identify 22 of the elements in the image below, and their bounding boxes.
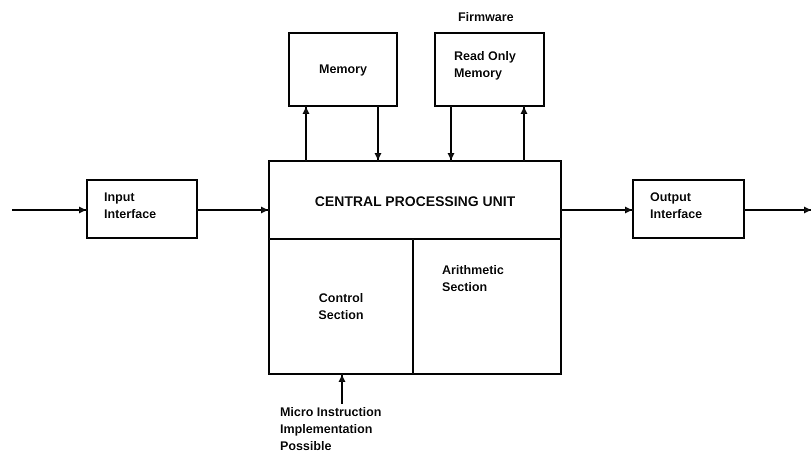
box-label: Control Section xyxy=(317,290,365,324)
box-label: Arithmetic Section xyxy=(442,262,505,296)
interface-box xyxy=(632,179,745,239)
note-text: Micro Instruction Implementation Possible xyxy=(280,404,382,455)
arrow xyxy=(338,375,346,404)
interface-box xyxy=(86,179,198,239)
box-label: Memory xyxy=(318,61,368,78)
box-label: Input Interface xyxy=(104,189,158,223)
arrow xyxy=(448,107,454,160)
arrow xyxy=(374,107,382,160)
arrow xyxy=(520,107,528,160)
arrow xyxy=(562,206,632,214)
caption-text: Firmware xyxy=(458,10,514,24)
arrow xyxy=(12,206,86,214)
memory-box xyxy=(288,32,398,107)
arrow xyxy=(302,107,310,160)
arrow xyxy=(198,206,268,214)
processor-box xyxy=(268,160,562,375)
box-label: CENTRAL PROCESSING UNIT xyxy=(314,192,516,211)
arrow xyxy=(745,206,811,214)
box-label: Output Interface xyxy=(650,189,704,223)
box-label: Read Only Memory xyxy=(454,48,517,82)
